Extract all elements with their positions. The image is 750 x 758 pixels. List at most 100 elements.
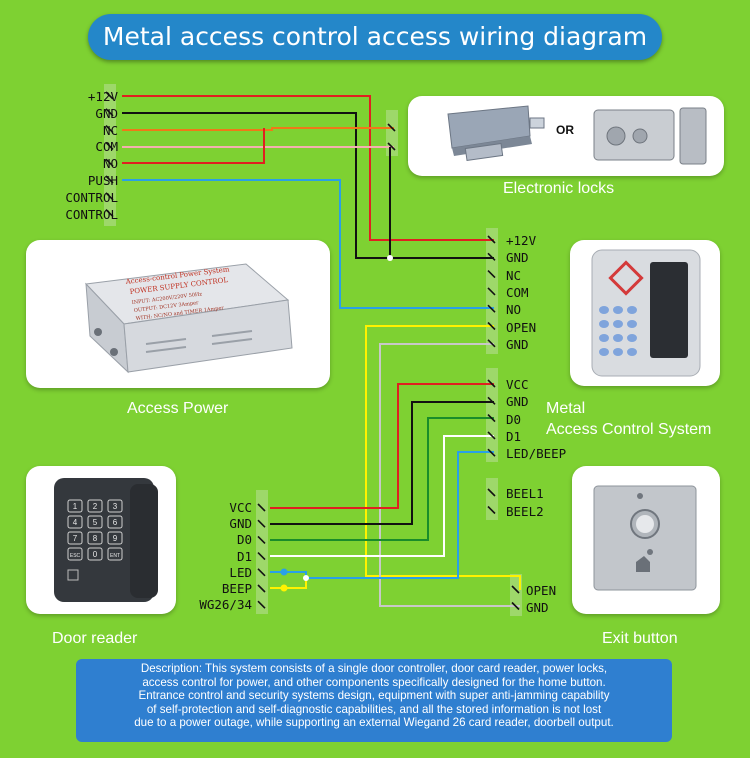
terminal-label: GND: [506, 250, 529, 266]
reader-key: [87, 515, 103, 529]
reader-key-label: 1: [73, 502, 78, 511]
terminal-screw: [487, 414, 496, 423]
reader-key-label: 6: [113, 518, 118, 527]
reader-key-label: 4: [73, 518, 78, 527]
terminal-screw: [511, 585, 520, 594]
reader-key-label: 3: [113, 502, 118, 511]
keypad-controller-image: [591, 249, 701, 377]
wire-gnd-grey: [379, 343, 520, 607]
terminal-label: LED/BEEP: [506, 446, 567, 462]
terminal-label: D0: [506, 411, 522, 427]
reader-key-label: 7: [73, 534, 78, 543]
reader-key: [107, 499, 123, 513]
terminal-screw: [105, 192, 114, 201]
or-label: OR: [556, 123, 574, 137]
reader-key-label: 2: [93, 502, 98, 511]
description-line: due to a power outage, while supporting …: [134, 716, 614, 729]
terminal-label: BEEP: [221, 581, 252, 596]
metal-caption-line1: Metal: [546, 400, 586, 417]
terminal-screw: [487, 304, 496, 313]
terminal-label: D0: [236, 532, 252, 548]
terminal-label: +12V: [506, 233, 537, 248]
terminal-screw: [105, 141, 114, 150]
terminal-screw: [487, 235, 496, 244]
terminal-label: GND: [506, 394, 529, 410]
reader-key-label: 0: [93, 550, 98, 559]
reader-key: [107, 547, 123, 561]
terminal-screw: [487, 431, 496, 440]
description-line: Entrance control and security systems de…: [138, 689, 610, 702]
reader-key-label: 5: [93, 518, 98, 527]
terminal-screw: [257, 503, 266, 512]
terminal-screw: [105, 209, 114, 218]
terminal-screw: [105, 91, 114, 100]
controller-bell-strip: [486, 478, 498, 520]
terminal-screw: [105, 108, 114, 117]
lock-images: OR: [447, 105, 707, 165]
hand-icon: [636, 556, 650, 572]
exit-button-caption: Exit button: [602, 630, 678, 647]
reader-key-label: ESC: [70, 553, 81, 559]
wire-beep-yellow: [270, 578, 307, 589]
reader-key-label: 9: [113, 534, 118, 543]
terminal-screw: [487, 379, 496, 388]
terminal-label: COM: [95, 139, 118, 155]
terminal-screw: [257, 600, 266, 609]
bolt-lock-icon: [447, 105, 545, 162]
terminal-screw: [105, 158, 114, 167]
reader-key: [87, 499, 103, 513]
terminal-screw: [257, 568, 266, 577]
wire-gnd-black-reader: [270, 401, 494, 525]
terminal-label: BEEL2: [506, 503, 544, 519]
description-line: Description: This system consists of a s…: [140, 662, 608, 675]
description-line: access control for power, and other comp…: [142, 675, 606, 689]
terminal-label: OPEN: [526, 583, 557, 598]
exit-button-image: [593, 485, 697, 591]
terminal-label: +12V: [87, 89, 118, 104]
reader-key: [107, 531, 123, 545]
reader-key: [107, 515, 123, 529]
reader-key-label: 8: [93, 534, 98, 543]
wire-open-yellow: [365, 325, 521, 590]
power-terminal-strip: [104, 84, 116, 226]
terminal-label: NC: [506, 267, 522, 283]
terminal-screw: [487, 287, 496, 296]
terminal-screw: [257, 584, 266, 593]
terminal-label: NO: [506, 302, 522, 318]
electronic-locks-card: OR: [408, 96, 724, 176]
terminal-label: BEEL1: [506, 486, 544, 501]
terminal-screw: [487, 505, 496, 515]
access-power-card: Access-control Power System POWER SUPPLY…: [26, 240, 330, 388]
wire-vcc-red: [270, 383, 494, 509]
terminal-screw: [257, 519, 266, 528]
description-line: of self-protection and self-diagnostic c…: [146, 702, 602, 716]
wire-gnd-black: [122, 112, 494, 259]
wire-d1-white: [270, 435, 494, 557]
page-title: Metal access control access wiring diagr…: [88, 14, 662, 60]
reader-key: [67, 499, 83, 513]
reader-key: [87, 531, 103, 545]
wire-no-lock-red: [122, 128, 265, 164]
terminal-screw: [487, 252, 496, 261]
terminal-screw: [257, 552, 266, 561]
terminal-label: D1: [506, 428, 522, 444]
exit-button-card: [572, 466, 720, 614]
wire-push-blue: [122, 179, 494, 309]
logo-icon: [608, 260, 644, 296]
wire-led-blue: [270, 451, 494, 579]
metal-caption-line2: Access Control System: [546, 421, 712, 438]
reader-key: [67, 515, 83, 529]
wire-12v-red: [122, 95, 494, 241]
wire-nc-orange: [122, 127, 394, 131]
reader-key-label: ENT: [110, 553, 120, 559]
terminal-label: GND: [526, 599, 549, 615]
reader-key: [87, 547, 103, 561]
terminal-label: CONTROL: [65, 206, 118, 222]
terminal-label: LED: [229, 564, 252, 580]
terminal-screw: [487, 448, 496, 457]
terminal-screw: [105, 175, 114, 184]
access-power-caption: Access Power: [127, 400, 229, 417]
